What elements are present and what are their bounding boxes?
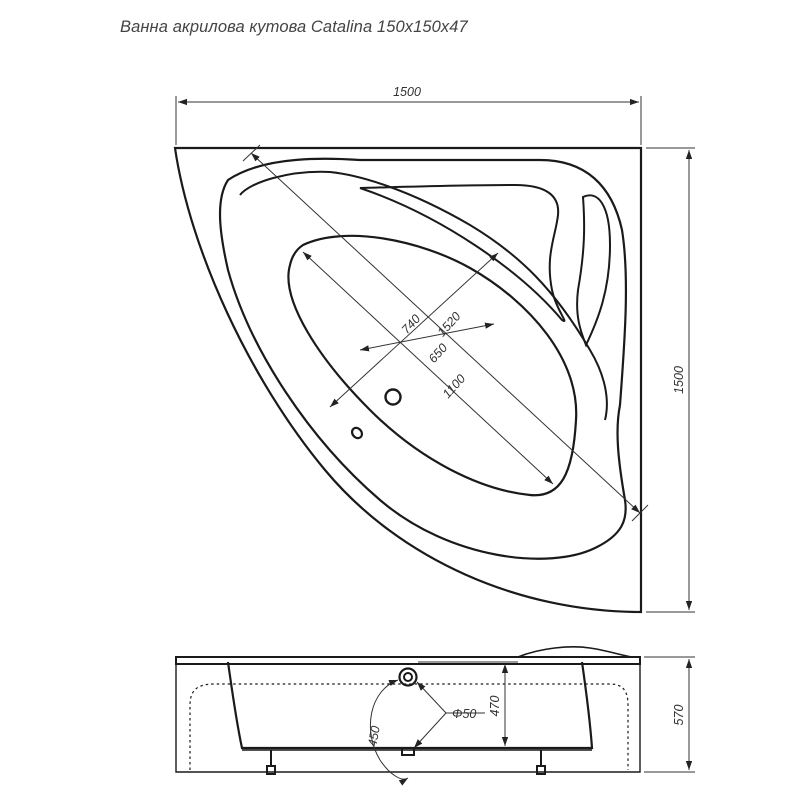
- overflow-hole: [350, 426, 364, 440]
- side-dimensions: [369, 656, 695, 786]
- height-label: 1500: [672, 366, 686, 394]
- basin-length-dimension-line: [302, 251, 554, 485]
- side-view-apron-panel: [189, 683, 629, 770]
- basin-length-label: 1100: [440, 372, 468, 401]
- bathtub-seat-contour: [359, 183, 566, 322]
- plan-view: [173, 146, 643, 614]
- bathtub-inner-rim-offset: [239, 170, 608, 421]
- side-view-leg-right: [536, 750, 546, 775]
- bath-depth-label: 470: [488, 696, 502, 717]
- diagonal-tick-end: [631, 504, 649, 522]
- side-view-top-rim: [175, 656, 641, 665]
- drawing-title: Ванна акрилова кутова Catalina 150x150x4…: [120, 18, 468, 36]
- side-view-apron: [175, 664, 641, 773]
- side-view-overflow-outer: [398, 667, 418, 687]
- diagonal-label: 1520: [435, 309, 464, 339]
- side-view-overflow-inner: [403, 672, 413, 682]
- plan-dimensions: [175, 96, 695, 613]
- side-view-leg-left: [266, 750, 276, 775]
- basin-width-label: 740: [399, 312, 423, 337]
- side-view-headrest: [517, 646, 633, 658]
- basin-inner-width-label: 650: [426, 341, 450, 366]
- drain-leader-lower: [413, 712, 447, 749]
- drain-leader-upper: [416, 681, 447, 714]
- side-view: [175, 646, 641, 775]
- width-label: 1500: [393, 85, 421, 99]
- total-height-label: 570: [672, 705, 686, 726]
- basin-inner-width-dimension-line: [359, 322, 495, 352]
- drain-diameter-label: Φ50: [452, 707, 476, 721]
- overflow-distance-label: 450: [365, 725, 382, 748]
- bathtub-headrest-contour: [576, 194, 612, 348]
- side-view-bath-body: [226, 661, 594, 750]
- drain-circle: [384, 388, 402, 406]
- overflow-distance-arc: [369, 679, 409, 786]
- bathtub-inner-rim: [218, 157, 628, 560]
- diagonal-tick-start: [242, 144, 261, 162]
